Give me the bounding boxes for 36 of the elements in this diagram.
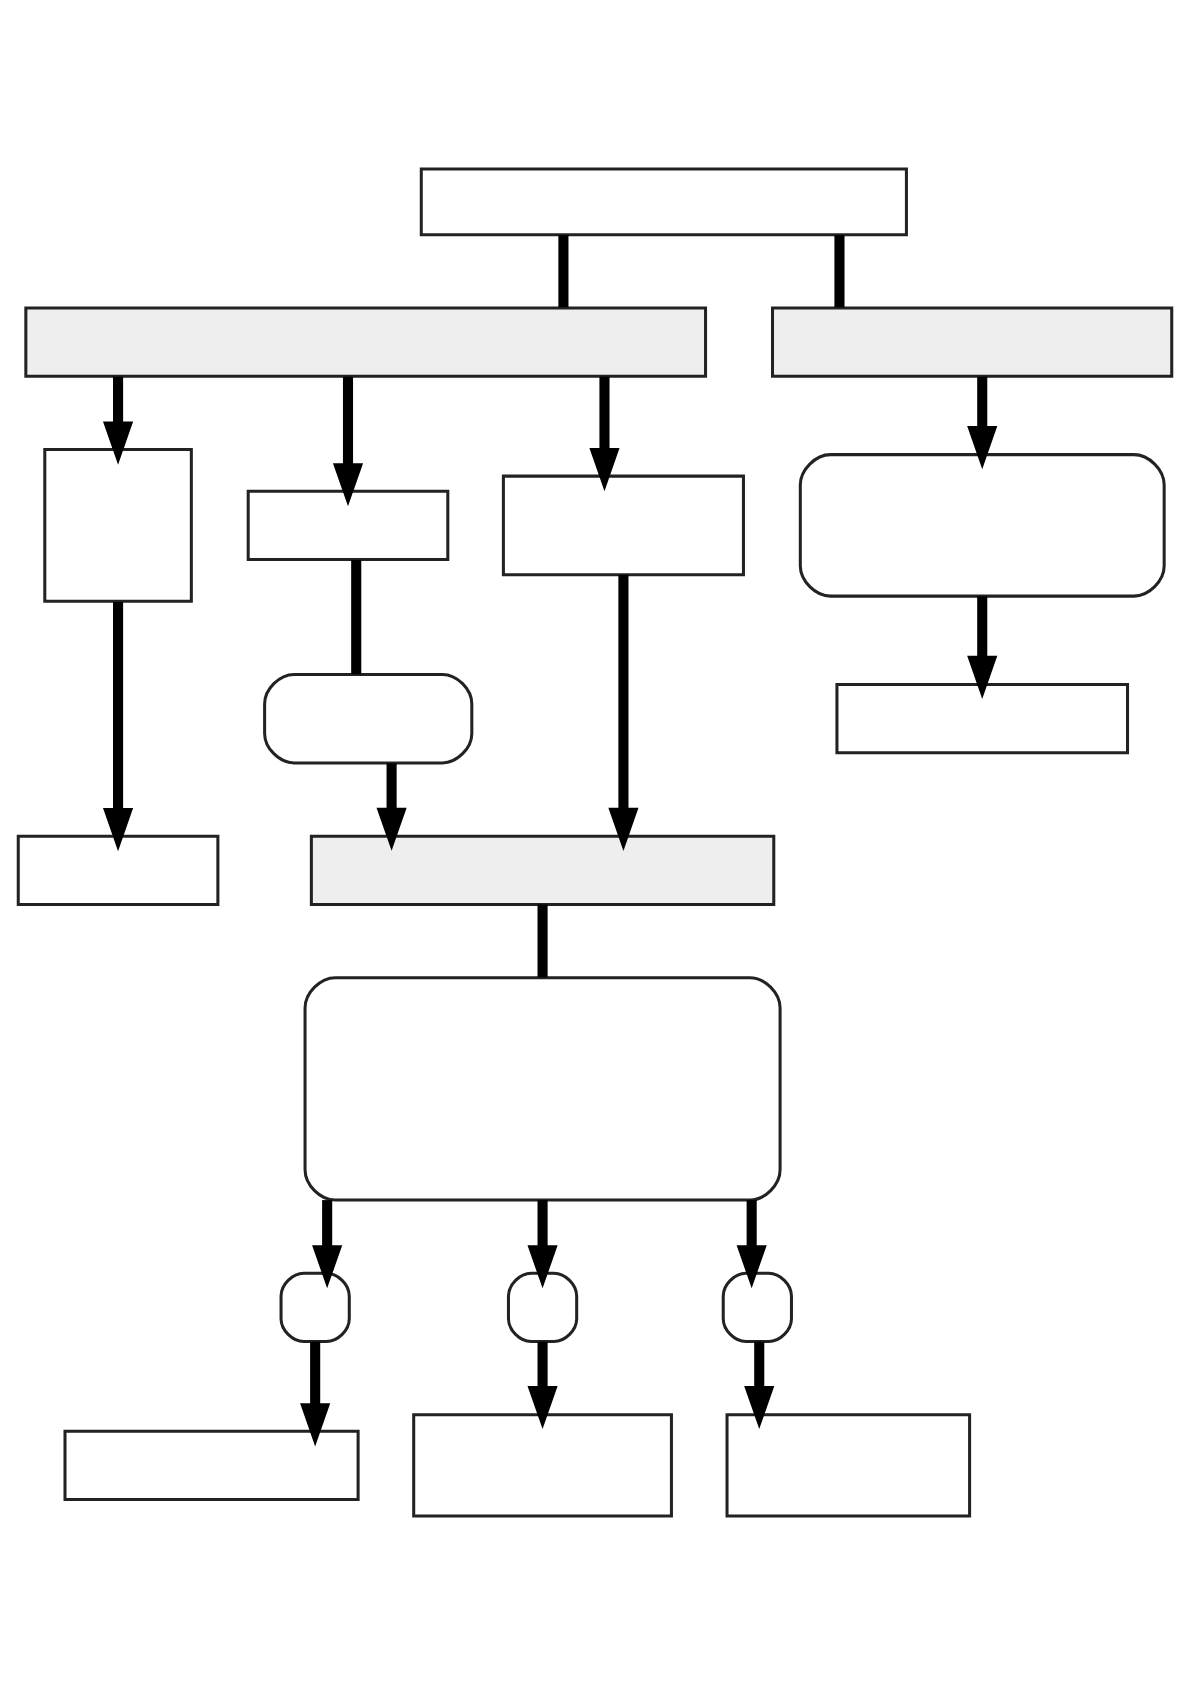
node-box (506, 1271, 579, 1343)
node-box (279, 1271, 351, 1343)
arrow (312, 1199, 343, 1288)
arrow (967, 376, 998, 469)
node-box (771, 306, 1174, 378)
node-box (419, 167, 908, 236)
connector (351, 559, 362, 674)
node-box (501, 474, 745, 576)
node-box (835, 682, 1130, 754)
arrow (300, 1341, 331, 1446)
arrow (103, 601, 134, 851)
node-box (721, 1271, 793, 1343)
node-box (43, 447, 193, 603)
node-box (24, 306, 708, 378)
connector (834, 234, 845, 307)
node-box (798, 452, 1166, 598)
arrow (332, 376, 364, 506)
node-box (309, 834, 776, 906)
node-box (263, 672, 474, 764)
arrow (527, 1341, 558, 1429)
arrow (967, 595, 998, 699)
node-box (412, 1412, 673, 1517)
node-box (246, 489, 450, 561)
connector (558, 234, 569, 307)
arrow (589, 376, 620, 491)
node-box (16, 834, 220, 906)
node-box (725, 1412, 972, 1517)
arrow (608, 574, 639, 851)
arrow (103, 376, 134, 465)
arrow (744, 1341, 775, 1429)
connector (537, 903, 548, 977)
arrow (527, 1199, 558, 1288)
node-box (303, 975, 782, 1202)
arrow (376, 762, 407, 851)
arrow (736, 1199, 767, 1288)
node-box (63, 1429, 360, 1501)
